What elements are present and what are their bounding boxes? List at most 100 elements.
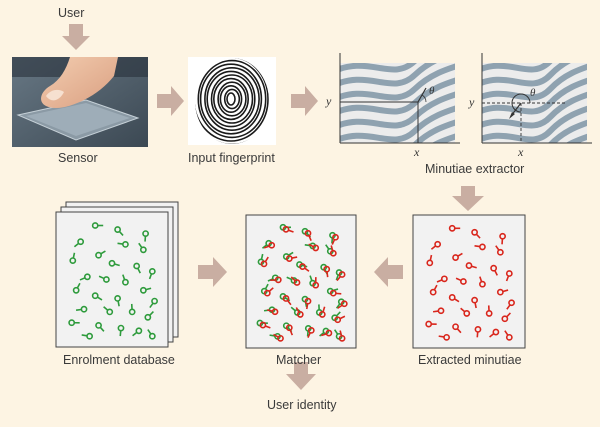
fingerprint-ridge <box>219 85 243 114</box>
minutia-marker <box>334 315 346 324</box>
minutia-marker <box>117 324 125 337</box>
minutia-marker <box>504 330 513 341</box>
extracted-minutiae-label: Extracted minutiae <box>418 353 522 367</box>
minutia-marker <box>485 305 493 317</box>
axis-y-label-1: y <box>325 94 332 108</box>
minutia-marker <box>139 286 152 294</box>
minutia-marker <box>471 228 481 239</box>
minutia-marker <box>452 323 462 334</box>
minutia-marker <box>496 288 509 296</box>
minutia-marker <box>499 232 506 245</box>
minutia-marker <box>337 300 348 309</box>
minutia-marker <box>452 252 463 261</box>
minutia-marker <box>430 240 442 250</box>
minutia-marker <box>321 329 333 337</box>
minutia-marker <box>138 242 147 254</box>
minutia-marker <box>460 307 471 317</box>
fingerprint-ridge <box>204 67 260 132</box>
ridge-line <box>340 63 438 87</box>
minutia-marker <box>331 233 339 245</box>
minutia-marker <box>142 230 149 242</box>
ridge-line <box>482 91 587 129</box>
minutia-marker <box>259 321 271 329</box>
axis-x-label-2: x <box>517 145 524 159</box>
minutia-marker <box>122 274 129 286</box>
fingerprint-ridge <box>213 77 250 121</box>
matched-minutiae <box>256 223 348 342</box>
minutia-marker <box>304 297 312 310</box>
minutia-marker <box>285 255 298 262</box>
matcher-card <box>245 214 357 349</box>
minutia-marker <box>299 263 310 272</box>
fingerprint-ridge <box>226 92 236 106</box>
minutia-marker <box>505 270 513 282</box>
extracted-minutiae <box>425 224 515 341</box>
minutia-marker <box>282 225 294 233</box>
minutia-marker <box>95 250 106 259</box>
minutia-marker <box>149 297 158 309</box>
minutia-marker <box>270 276 282 284</box>
minutia-marker <box>114 226 124 236</box>
minutiae-extractor-label: Minutiae extractor <box>425 162 525 176</box>
minutia-marker <box>108 259 120 267</box>
arrow-extracted-to-matcher <box>374 257 403 287</box>
minutia-marker <box>103 306 114 316</box>
minutia-marker <box>501 312 511 323</box>
extractor-panel-1 <box>339 53 460 144</box>
axis-y-label-2: y <box>468 95 475 109</box>
sensor-label: Sensor <box>58 151 98 165</box>
user-identity-label: User identity <box>267 398 337 412</box>
arrow-sensor-to-fingerprint <box>157 86 184 116</box>
minutia-marker <box>114 294 121 307</box>
minutia-marker <box>465 262 477 269</box>
fingerprint-ridge <box>206 70 256 128</box>
arrow-fingerprint-to-extractor <box>291 86 318 116</box>
arrow-extractor-down <box>452 186 484 211</box>
minutia-marker <box>290 276 301 286</box>
minutia-marker <box>148 267 156 280</box>
minutia-marker <box>455 277 467 285</box>
minutia-marker <box>263 241 276 249</box>
minutia-marker <box>81 332 93 340</box>
minutia-marker <box>429 284 438 296</box>
minutia-marker <box>474 243 486 251</box>
minutia-marker <box>426 254 434 267</box>
minutia-marker <box>260 256 269 268</box>
minutia-marker <box>318 306 326 318</box>
minutia-marker <box>273 333 284 342</box>
enrol-minutiae <box>68 222 158 340</box>
minutia-marker <box>448 294 460 303</box>
minutia-marker <box>495 245 504 256</box>
minutia-marker <box>72 282 81 294</box>
enrolment-database-stack <box>55 201 179 348</box>
minutia-marker <box>79 273 91 281</box>
minutia-marker <box>91 292 103 301</box>
axis-theta-label-2: θ <box>530 87 536 99</box>
minutia-marker <box>69 252 77 264</box>
ridge-line <box>482 77 587 115</box>
ridge-line <box>340 105 455 143</box>
ridge-line <box>482 63 572 87</box>
minutia-marker <box>282 295 292 306</box>
minutia-marker <box>147 329 156 340</box>
fingerprint-ridge <box>195 58 269 142</box>
minutia-marker <box>304 229 312 241</box>
minutia-marker <box>329 245 337 257</box>
minutia-marker <box>263 287 274 297</box>
minutia-marker <box>95 321 105 332</box>
extracted-minutiae-card <box>412 214 526 349</box>
minutia-marker <box>474 325 482 338</box>
ridge-line <box>482 105 587 143</box>
fingerprint-ridge <box>199 63 263 135</box>
minutia-marker <box>471 296 478 309</box>
minutia-marker <box>336 271 346 282</box>
minutia-marker <box>432 307 445 315</box>
minutia-marker <box>323 265 331 278</box>
minutia-marker <box>436 275 448 283</box>
sensor-image <box>12 57 148 147</box>
minutia-marker <box>285 324 294 336</box>
minutia-marker <box>307 326 315 338</box>
minutia-marker <box>128 303 136 316</box>
ridge-line <box>340 91 455 129</box>
